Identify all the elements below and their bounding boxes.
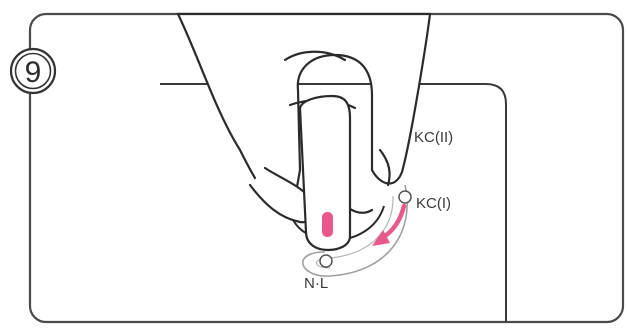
position-marker-kc1 [399,191,411,203]
label-kc2: KC(II) [414,129,453,146]
position-marker-nl [320,255,332,267]
hand-illustration [178,14,430,250]
rotation-arrow [372,206,404,246]
label-nl: N·L [304,275,328,292]
knob-indicator [322,212,333,237]
step-number: 9 [25,56,42,89]
label-kc1: KC(I) [416,195,451,212]
step-badge: 9 [11,49,55,93]
